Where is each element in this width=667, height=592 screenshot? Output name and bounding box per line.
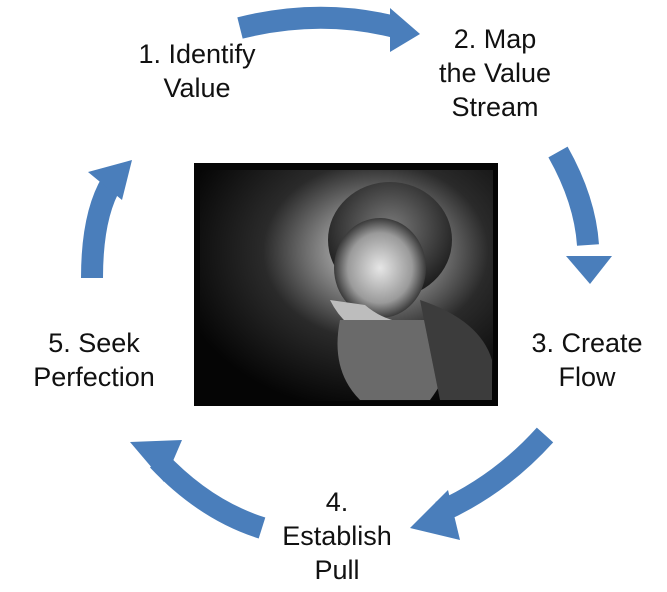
- step-3-line-1: 3. Create: [531, 328, 643, 358]
- step-1-line-2: Value: [163, 73, 231, 103]
- arrow-left: [81, 176, 122, 279]
- step-1-label: 1. Identify Value: [112, 37, 282, 105]
- arrow-right: [548, 146, 599, 246]
- arrow-top-head: [390, 8, 420, 52]
- arrow-left-head: [88, 160, 132, 200]
- step-2-line-3: Stream: [451, 92, 539, 122]
- step-4-label: 4. Establish Pull: [262, 485, 412, 587]
- arrow-right-head: [566, 256, 612, 284]
- arrow-bottom-right: [435, 427, 554, 523]
- arrow-top: [237, 6, 398, 39]
- center-photo: [194, 163, 498, 406]
- arrow-bottom-right-head: [410, 490, 460, 540]
- step-4-line-3: Pull: [314, 555, 360, 585]
- step-1-line-1: 1. Identify: [138, 39, 256, 69]
- step-4-line-2: Establish: [282, 521, 392, 551]
- arrow-bottom-left-head: [130, 440, 182, 482]
- step-4-line-1: 4.: [325, 487, 349, 517]
- step-2-line-2: the Value: [438, 58, 552, 88]
- step-5-label: 5. Seek Perfection: [14, 326, 174, 394]
- step-5-line-2: Perfection: [33, 362, 155, 392]
- step-5-line-1: 5. Seek: [48, 328, 140, 358]
- step-3-label: 3. Create Flow: [512, 326, 662, 394]
- arrow-bottom-left: [149, 452, 266, 539]
- step-2-label: 2. Map the Value Stream: [420, 22, 570, 124]
- step-2-line-1: 2. Map: [453, 24, 537, 54]
- step-3-line-2: Flow: [558, 362, 616, 392]
